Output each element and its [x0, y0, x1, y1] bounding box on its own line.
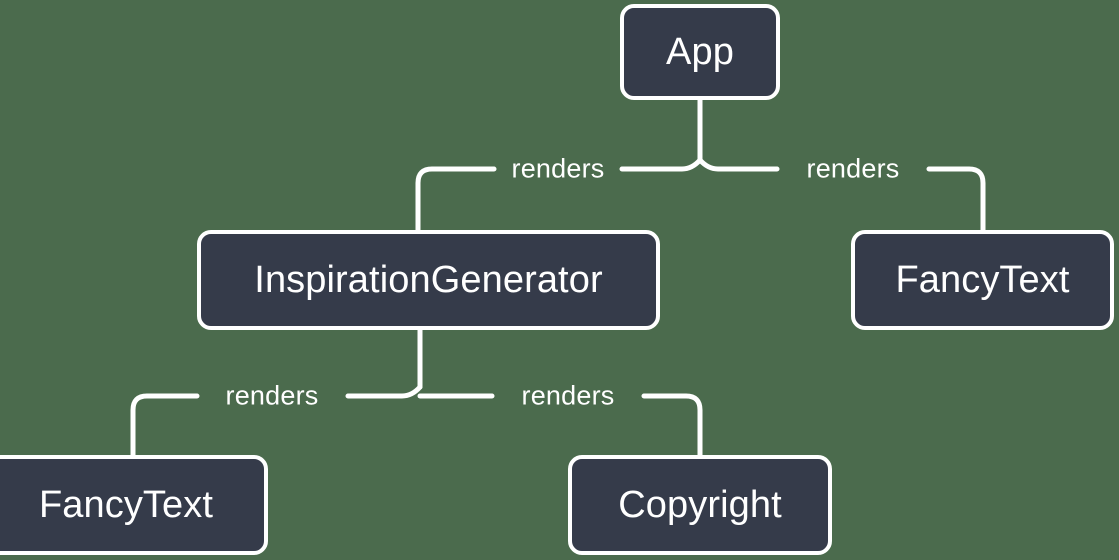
edge-label-app-to-inspiration-generator: renders — [511, 153, 605, 184]
node-inspiration-generator-label: InspirationGenerator — [254, 258, 603, 301]
node-fancytext-right[interactable]: FancyText — [851, 230, 1114, 330]
node-inspiration-generator[interactable]: InspirationGenerator — [197, 230, 660, 330]
node-fancytext-bottom-label: FancyText — [38, 483, 214, 526]
edge-app-to-inspiration-generator-b — [415, 166, 497, 233]
edge-inspiration-generator-to-fancytext-bottom-a — [345, 384, 423, 399]
edge-app-to-inspiration-generator-a — [619, 157, 703, 172]
edge-app-to-fancytext-right-a — [697, 157, 780, 172]
edge-app-to-fancytext-right-b — [926, 166, 986, 233]
edge-label-inspiration-generator-to-copyright: renders — [521, 380, 615, 411]
node-fancytext-bottom[interactable]: FancyText — [0, 455, 268, 555]
edge-label-app-to-fancytext-right: renders — [806, 153, 900, 184]
edge-label-inspiration-generator-to-fancytext-bottom: renders — [225, 380, 319, 411]
node-app-label: App — [666, 30, 734, 73]
edge-inspiration-generator-to-copyright-b — [641, 393, 703, 458]
node-app[interactable]: App — [620, 4, 780, 100]
node-fancytext-right-label: FancyText — [895, 258, 1070, 301]
edge-inspiration-generator-to-fancytext-bottom-b — [130, 393, 200, 458]
node-copyright-label: Copyright — [618, 483, 782, 526]
node-copyright[interactable]: Copyright — [568, 455, 832, 555]
